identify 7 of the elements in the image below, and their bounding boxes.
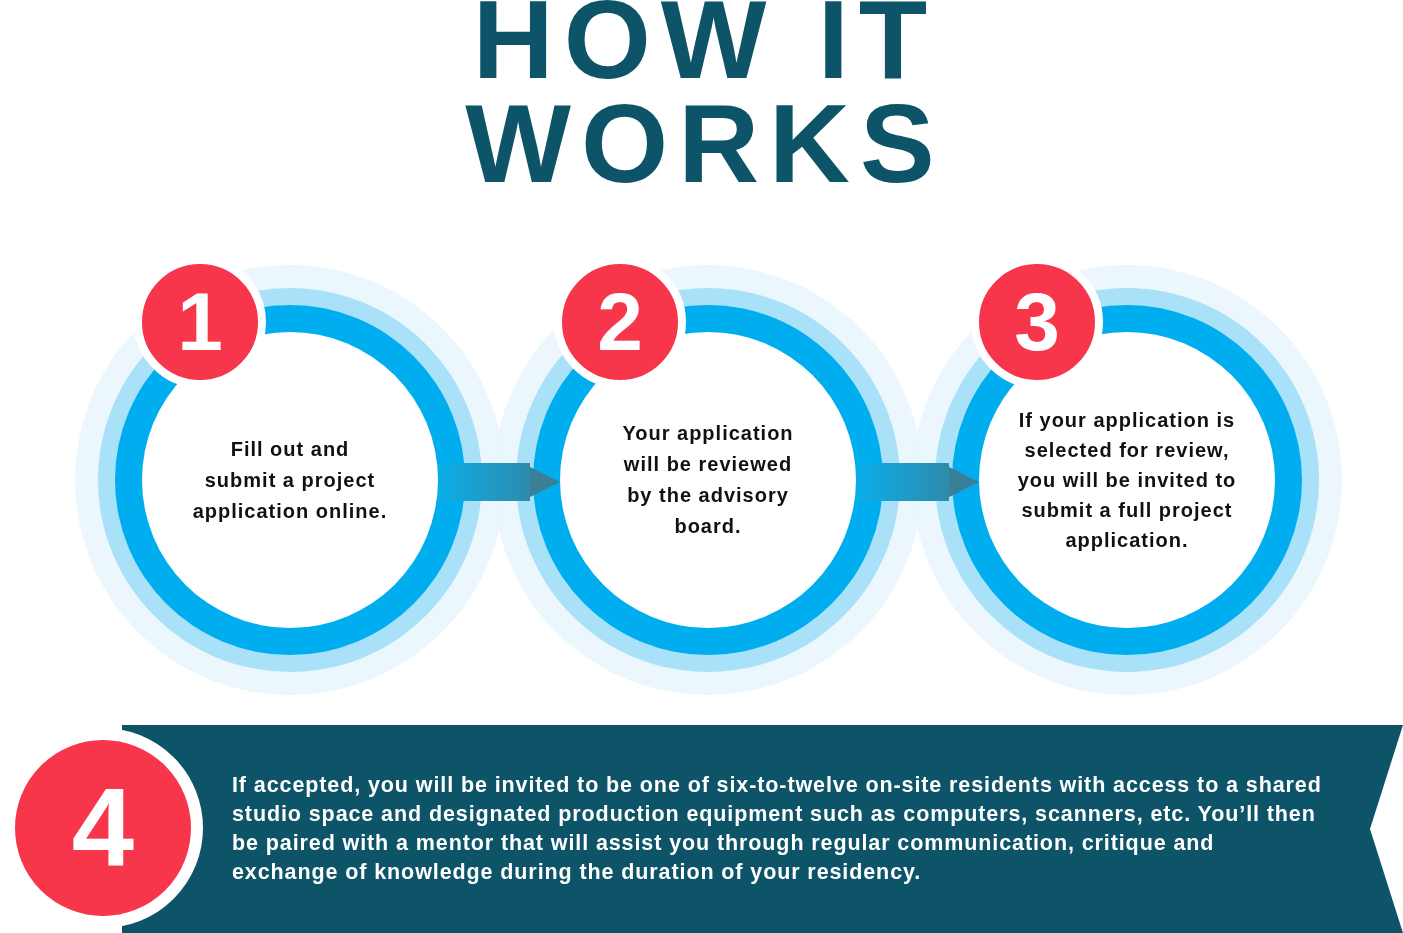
step-text: If your application is selected for review, you will be invited to submit a full project application. (1016, 408, 1238, 553)
step-text: Fill out and submit a project application online. (192, 436, 388, 524)
title: HOW IT WORKS (464, 0, 946, 196)
arrow (856, 463, 979, 501)
step-text: Your application will be reviewed by the advisory board. (621, 421, 795, 539)
arrow (438, 463, 560, 501)
step-text: If accepted, you will be invited to be one of six-to-twelve on-site residents with access to a shared studio space and designated production equipment such as computers, scanners, etc. You’ll then be paired with a mentor that will assist you through regular communication, critique and exchange of knowledge during the duration of your residency. (232, 772, 1322, 886)
